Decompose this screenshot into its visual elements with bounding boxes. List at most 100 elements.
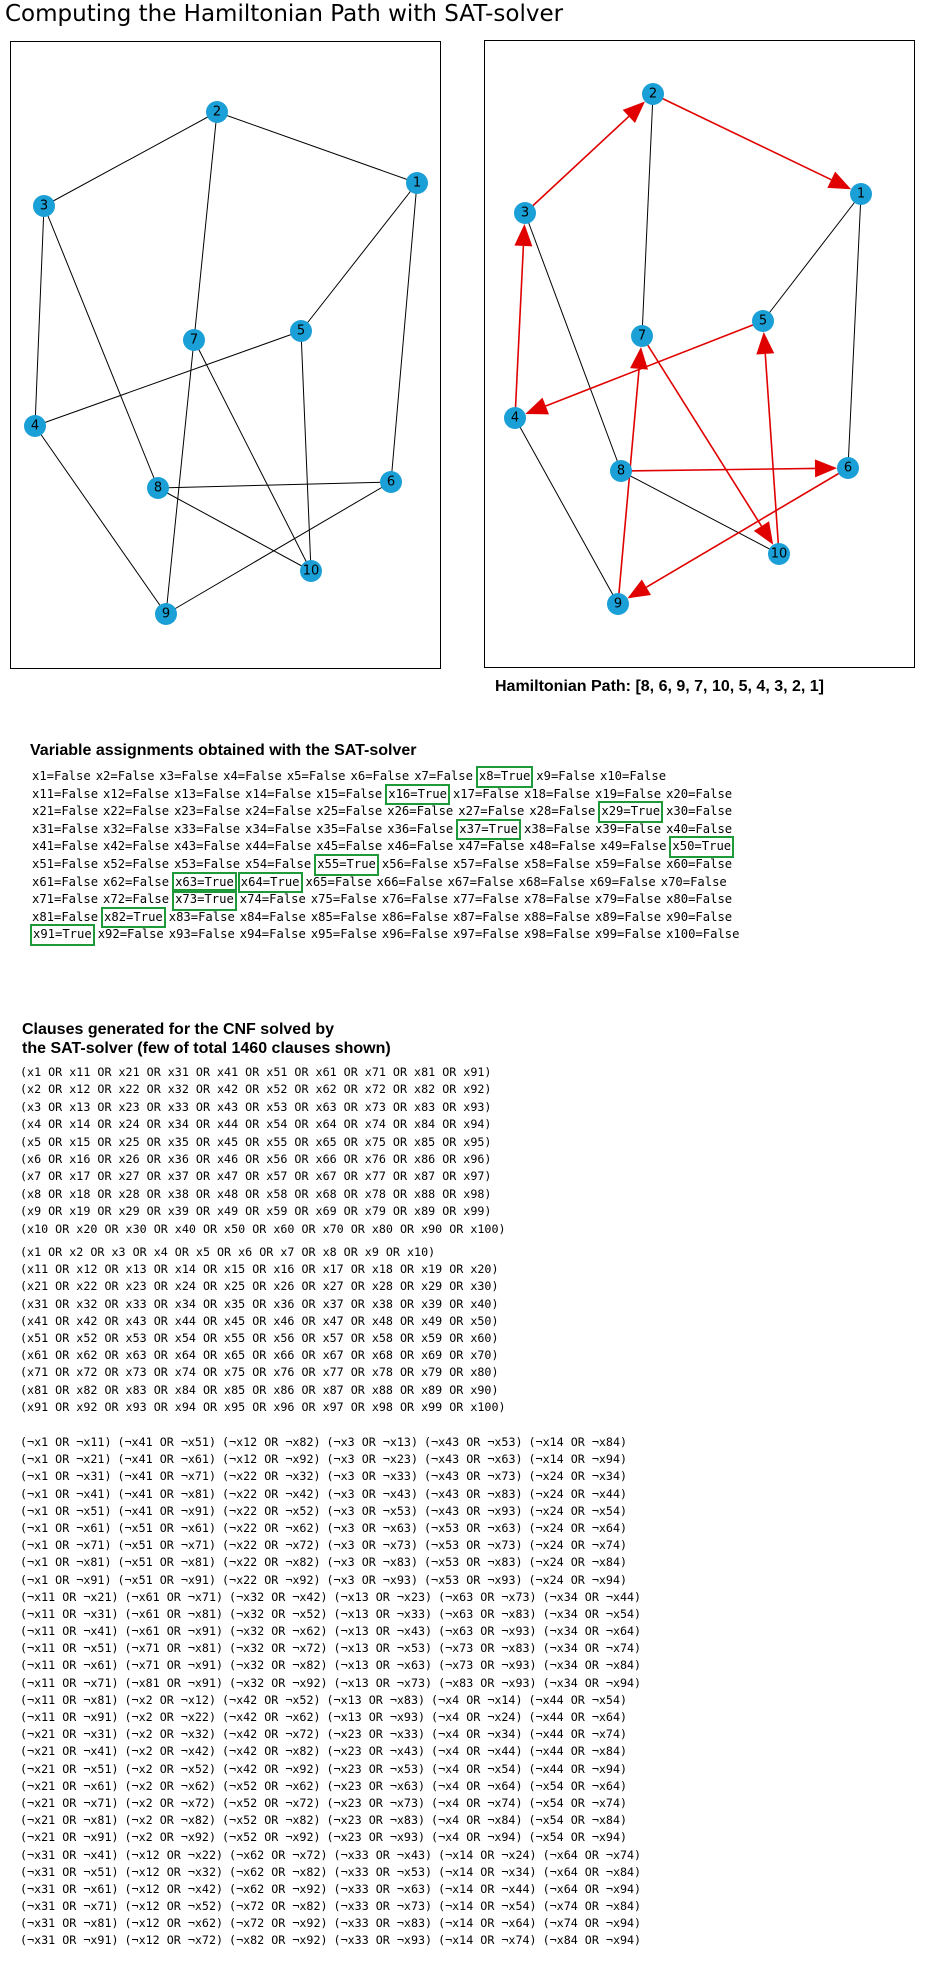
assignment: x71=False (32, 892, 99, 907)
assignment: x95=False (310, 927, 377, 942)
clause: (¬x72 OR ¬x92) (229, 1916, 328, 1931)
clauses-group-b: (x1 OR x2 OR x3 OR x4 OR x5 OR x6 OR x7 … (20, 1244, 506, 1416)
clause: (x11 OR x12 OR x13 OR x14 OR x15 OR x16 … (20, 1262, 499, 1277)
clause: (¬x41 OR ¬x81) (117, 1486, 216, 1501)
clause: (¬x24 OR ¬x74) (528, 1538, 628, 1553)
edge-1-5 (300, 182, 418, 332)
clause: (¬x12 OR ¬x62) (124, 1916, 224, 1931)
clause: (¬x44 OR ¬x74) (528, 1727, 628, 1742)
assignment: x78=False (523, 892, 591, 907)
clause: (¬x23 OR ¬x73) (326, 1795, 426, 1810)
clause: (¬x41 OR ¬x71) (117, 1469, 216, 1484)
clause-row: (¬x21 OR ¬x31)(¬x2 OR ¬x32)(¬x42 OR ¬x72… (20, 1726, 647, 1743)
node-1 (850, 183, 872, 205)
assignment: x30=False (666, 804, 733, 819)
assignment: x15=False (316, 786, 383, 801)
assignment: x14=False (245, 786, 312, 801)
clause: (¬x13 OR ¬x93) (326, 1710, 426, 1724)
clause: (¬x44 OR ¬x64) (528, 1710, 628, 1724)
edge-2-7 (193, 111, 218, 341)
clause-row: (¬x11 OR ¬x21)(¬x61 OR ¬x71)(¬x32 OR ¬x4… (20, 1589, 647, 1606)
edge-2-1 (216, 111, 418, 184)
assignment: x6=False (350, 769, 410, 783)
path-edge-9-7 (617, 368, 640, 605)
clause: (¬x11 OR ¬x31) (20, 1606, 119, 1621)
path-arrowhead-6-9 (627, 579, 651, 599)
edge-8-10 (157, 487, 312, 572)
assignment: x81=False (32, 909, 99, 924)
clause: (¬x13 OR ¬x83) (326, 1692, 426, 1707)
assignment: x33=False (174, 821, 241, 836)
clause: (¬x12 OR ¬x82) (222, 1435, 321, 1449)
assignment: x80=False (666, 892, 733, 907)
clause: (¬x31 OR ¬x41) (20, 1847, 119, 1862)
node-label-7: 7 (190, 333, 198, 348)
clause: (¬x14 OR ¬x44) (438, 1881, 537, 1896)
node-10 (300, 560, 322, 582)
clause: (¬x4 OR ¬x94) (431, 1830, 523, 1845)
clause: (¬x63 OR ¬x93) (438, 1624, 537, 1639)
clause: (¬x12 OR ¬x52) (124, 1899, 224, 1914)
clause: (¬x12 OR ¬x32) (124, 1864, 224, 1879)
assignment: x69=False (589, 874, 656, 889)
clause: (¬x71 OR ¬x81) (124, 1641, 224, 1656)
assignment: x77=False (452, 892, 519, 907)
clause: (¬x11 OR ¬x71) (20, 1675, 119, 1690)
clause: (¬x33 OR ¬x83) (333, 1916, 433, 1931)
clause: (¬x23 OR ¬x63) (326, 1778, 426, 1793)
clause: (¬x33 OR ¬x43) (333, 1847, 433, 1862)
clause: (¬x53 OR ¬x73) (424, 1538, 523, 1553)
assignment: x59=False (595, 856, 662, 871)
clause: (¬x11 OR ¬x81) (20, 1692, 119, 1707)
clause: (¬x2 OR ¬x52) (124, 1761, 216, 1776)
assignment: x58=False (523, 856, 591, 871)
clause-row: (¬x11 OR ¬x71)(¬x81 OR ¬x91)(¬x32 OR ¬x9… (20, 1675, 647, 1692)
assignments-heading: Variable assignments obtained with the S… (30, 742, 417, 759)
clause: (¬x22 OR ¬x32) (222, 1469, 321, 1484)
node-3 (33, 195, 55, 217)
clause: (¬x34 OR ¬x64) (542, 1624, 642, 1639)
clause: (¬x61 OR ¬x71) (124, 1589, 224, 1604)
clause: (¬x2 OR ¬x82) (124, 1813, 216, 1828)
clause: (¬x4 OR ¬x14) (431, 1692, 523, 1707)
assignment: x83=False (168, 909, 235, 924)
clause: (x10 OR x20 OR x30 OR x40 OR x50 OR x60 … (20, 1221, 506, 1236)
edge-3-4 (34, 205, 45, 427)
node-label-8: 8 (154, 481, 162, 496)
assignment: x26=False (387, 804, 454, 819)
clause: (¬x24 OR ¬x84) (528, 1555, 628, 1570)
clause: (¬x1 OR ¬x31) (20, 1469, 112, 1484)
clause: (¬x13 OR ¬x73) (333, 1675, 433, 1690)
clause-row: (¬x11 OR ¬x91)(¬x2 OR ¬x22)(¬x42 OR ¬x62… (20, 1709, 647, 1726)
node-label-3: 3 (40, 199, 48, 214)
clause: (x41 OR x42 OR x43 OR x44 OR x45 OR x46 … (20, 1313, 499, 1328)
assignment: x92=False (97, 927, 164, 942)
clause: (¬x53 OR ¬x83) (424, 1555, 523, 1570)
clause: (¬x64 OR ¬x94) (542, 1881, 642, 1896)
assignment: x97=False (452, 927, 519, 942)
assignment: x79=False (595, 892, 662, 907)
clause: (¬x22 OR ¬x92) (222, 1572, 321, 1587)
assignment: x90=False (666, 909, 733, 924)
clause: (¬x23 OR ¬x53) (326, 1761, 426, 1776)
clause: (¬x24 OR ¬x94) (528, 1572, 628, 1587)
assignment: x68=False (518, 874, 585, 889)
clause: (¬x3 OR ¬x13) (326, 1435, 418, 1449)
clause: (¬x74 OR ¬x84) (542, 1899, 642, 1914)
assignment: x31=False (32, 821, 99, 836)
assignment: x56=False (381, 856, 448, 871)
clause: (¬x71 OR ¬x91) (124, 1658, 224, 1673)
clause: (x1 OR x11 OR x21 OR x31 OR x41 OR x51 O… (20, 1065, 492, 1079)
clause: (¬x23 OR ¬x43) (326, 1744, 426, 1759)
assignment: x99=False (595, 927, 662, 942)
assignment: x87=False (452, 909, 519, 924)
assignment: x84=False (239, 909, 306, 924)
node-6 (380, 471, 402, 493)
node-5 (290, 320, 312, 342)
assignment: x93=False (168, 927, 235, 942)
node-4 (24, 415, 46, 437)
clause: (¬x14 OR ¬x74) (438, 1933, 537, 1948)
